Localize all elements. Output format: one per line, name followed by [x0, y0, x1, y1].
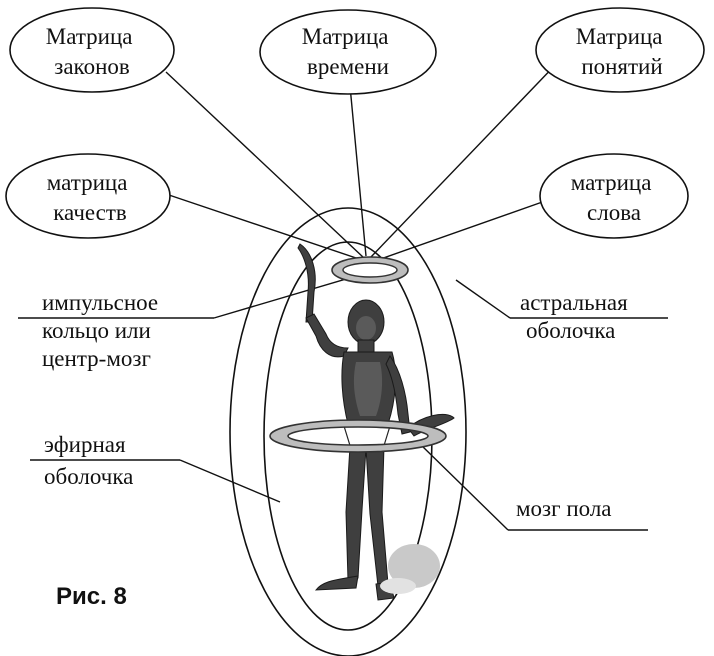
label-astral-shell: астральная оболочка — [520, 290, 633, 343]
label-matrix-time: Матрица времени — [302, 24, 394, 79]
figure-caption: Рис. 8 — [56, 583, 127, 610]
label-impulse-ring: импульсное кольцо или центр-мозг — [42, 290, 164, 371]
label-matrix-word: матрица слова — [571, 170, 657, 225]
label-matrix-concepts: Матрица понятий — [576, 24, 668, 79]
connector-lines — [18, 59, 668, 531]
matrix-word-oval — [539, 153, 689, 239]
label-etheric-shell: эфирная оболочка — [44, 432, 133, 489]
matrix-time-oval — [259, 9, 437, 95]
label-matrix-qualities: матрица качеств — [47, 170, 133, 225]
human-figure — [297, 243, 455, 601]
label-matrix-laws: Матрица законов — [46, 24, 138, 79]
matrix-laws-oval — [9, 7, 175, 93]
sex-brain-ring — [269, 419, 447, 453]
impulse-ring — [331, 256, 409, 284]
label-sex-brain: мозг пола — [516, 496, 612, 521]
matrix-concepts-oval — [535, 7, 705, 93]
matrix-qualities-oval — [5, 153, 171, 239]
